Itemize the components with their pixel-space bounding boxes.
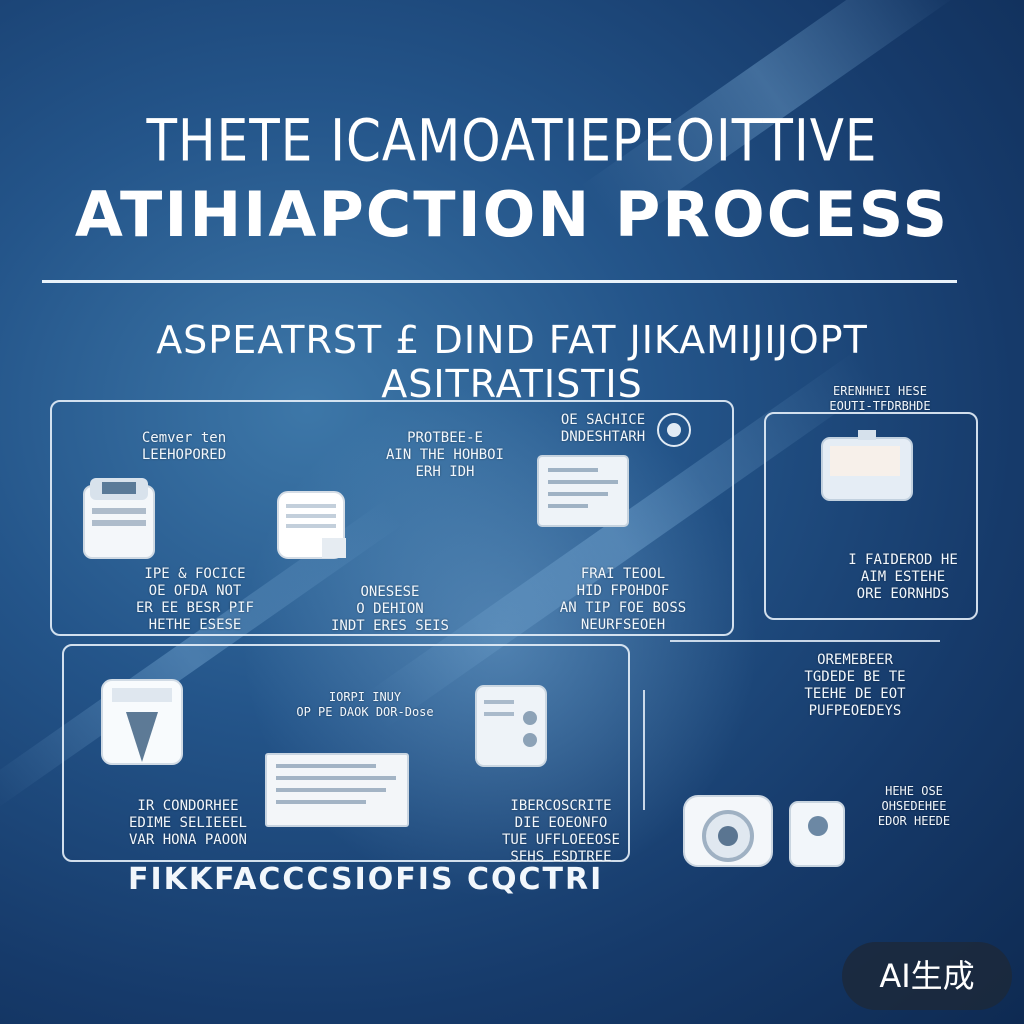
label-line: Cemver ten	[141, 430, 227, 446]
label-line: ER EE BESR PIF	[135, 600, 254, 616]
label-line: I FAIDEROD HE	[848, 552, 958, 568]
label-line: TGDEDE BE TE	[804, 669, 906, 685]
monitor-icon	[821, 430, 913, 501]
camera-icon	[683, 795, 773, 867]
printer-icon	[277, 491, 346, 559]
label-line: IPE & FOCICE	[144, 566, 246, 582]
step-label: PROTBEE-E AIN THE HOHBOI ERH IDH	[370, 430, 520, 481]
step-label: FRAI TEOOL HID FPOHDOF AN TIP FOE BOSS N…	[548, 566, 698, 634]
label-line: TEEHE DE EOT	[804, 686, 906, 702]
connector-line	[670, 640, 940, 642]
connector-arrow	[643, 690, 645, 810]
side-label: ERENHHEI HESE EOUTI-TFDRBHDE	[810, 384, 950, 414]
subtitle: ASPEATRST £ DIND FAT JIKAMIJIJOPT ASITRA…	[156, 318, 868, 406]
label-line: HEHE OSE	[885, 784, 943, 798]
process-panel-side	[764, 412, 978, 620]
label-line: FRAI TEOOL	[580, 566, 666, 582]
label-line: OHSEDEHEE	[881, 799, 947, 813]
label-line: HETHE ESESE	[148, 617, 242, 633]
label-line: OE OFDA NOT	[148, 583, 242, 599]
side-label: HEHE OSE OHSEDEHEE EDOR HEEDE	[864, 784, 964, 829]
step-label: ONESESE O DEHION INDT ERES SEIS	[320, 584, 460, 635]
label-line: TUE UFFLOEEOSE	[501, 832, 620, 848]
step-label: IPE & FOCICE OE OFDA NOT ER EE BESR PIF …	[120, 566, 270, 634]
title-line-2: ATIHIAPCTION PROCESS	[74, 178, 950, 251]
label-line: EDIME SELIEEEL	[128, 815, 247, 831]
title-line-1: THETE ICAMOATIEPEOITTIVE	[146, 107, 878, 175]
machine-icon	[475, 685, 547, 767]
server-icon	[83, 478, 155, 559]
document-icon	[265, 753, 409, 827]
label-line: HID FPOHDOF	[576, 583, 670, 599]
label-line: IORPI INUY	[328, 690, 402, 704]
label-line: LEEHOPORED	[141, 447, 227, 463]
label-line: IR CONDORHEE	[137, 798, 239, 814]
label-line: ERENHHEI HESE	[833, 384, 927, 398]
document-panel-icon	[537, 455, 629, 527]
label-line: AIN THE HOHBOI	[385, 447, 504, 463]
footer-caption: FIKKFACCCSIOFIS CQCTRI	[128, 862, 604, 897]
step-label: Cemver ten LEEHOPORED	[124, 430, 244, 464]
server-rack-icon	[101, 679, 183, 765]
label-line: INDT ERES SEIS	[330, 618, 449, 634]
label-line: ERH IDH	[415, 464, 475, 480]
label-line: DIE EOEONFO	[514, 815, 608, 831]
side-label: I FAIDEROD HE AIM ESTEHE ORE EORNHDS	[838, 552, 968, 603]
process-panel-bottom	[62, 644, 630, 862]
scanner-icon	[789, 801, 845, 867]
label-line: OE SACHICE	[560, 412, 646, 428]
title-divider	[42, 280, 957, 283]
label-line: SEHS ESDTREE	[510, 849, 612, 865]
label-line: VAR HONA PAOON	[128, 832, 247, 848]
process-panel-top	[50, 400, 734, 636]
gear-icon	[657, 413, 691, 447]
label-line: PROTBEE-E	[407, 430, 483, 446]
label-line: OREMEBEER	[817, 652, 893, 668]
step-label: IR CONDORHEE EDIME SELIEEEL VAR HONA PAO…	[118, 798, 258, 849]
label-line: ORE EORNHDS	[856, 586, 950, 602]
label-line: AIM ESTEHE	[860, 569, 946, 585]
ai-generated-badge: AI生成	[842, 942, 1012, 1010]
label-line: EOUTI-TFDRBHDE	[829, 399, 931, 413]
side-label: OREMEBEER TGDEDE BE TE TEEHE DE EOT PUFP…	[790, 652, 920, 720]
label-line: DNDESHTARH	[560, 429, 646, 445]
step-label: OE SACHICE DNDESHTARH	[548, 412, 658, 446]
label-line: PUFPEOEDEYS	[808, 703, 902, 719]
step-label: IORPI INUY OP PE DAOK DOR-Dose	[280, 690, 450, 720]
label-line: AN TIP FOE BOSS	[559, 600, 687, 616]
label-line: OP PE DAOK DOR-Dose	[296, 705, 434, 719]
label-line: EDOR HEEDE	[877, 814, 951, 828]
label-line: ONESESE	[360, 584, 420, 600]
label-line: NEURFSEOEH	[580, 617, 666, 633]
label-line: O DEHION	[356, 601, 424, 617]
label-line: IBERCOSCRITE	[510, 798, 612, 814]
step-label: IBERCOSCRITE DIE EOEONFO TUE UFFLOEEOSE …	[496, 798, 626, 866]
